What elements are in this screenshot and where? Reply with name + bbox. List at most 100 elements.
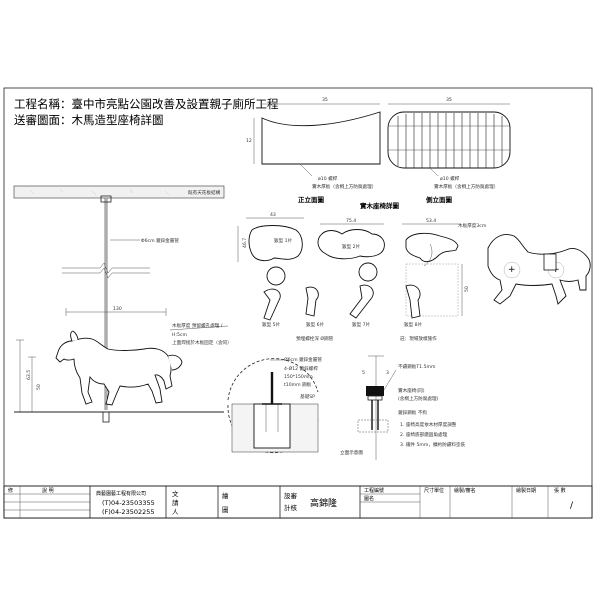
horse-ear xyxy=(70,330,79,342)
preembed-note: 預埋螺栓深 Ø鋼管 xyxy=(296,335,334,342)
base-detail-section: Ø6cm 鍍鋅金屬管 4-Ø12 鍍鋅螺桿 150*150mm t10mm 鋼板… xyxy=(227,356,322,454)
seat-slats xyxy=(397,113,503,168)
section-plate-thick: t10mm 鋼板 xyxy=(284,381,312,388)
joint-cap xyxy=(366,386,384,396)
piece-7-leg xyxy=(305,286,319,317)
tb-draw-1: 繪 xyxy=(222,491,229,500)
joint-steel-plate: 不鏽鋼板T1.5mm xyxy=(398,363,436,370)
joint-wood-seat: 實木座椅(同) xyxy=(398,387,425,394)
assembled-horse xyxy=(487,234,591,305)
main-detail-title: 實木座椅詳圖 xyxy=(360,201,400,210)
tb-project-code: 工程編號 xyxy=(364,487,384,494)
tb-fax: (F)04-23502255 xyxy=(102,508,155,516)
assembled-marker-1: + xyxy=(508,265,516,275)
joint-note-2: 2. 座椅底部磨圓角處理 xyxy=(400,431,448,438)
assembled-horse-view: + + xyxy=(487,234,591,305)
install-note: 註：現場放樣施作 xyxy=(400,335,437,342)
tb-sheet: 張 數 xyxy=(554,487,566,494)
weld-note-3: 上面焊接於木板固定（含同） xyxy=(172,339,232,346)
drawing-subject: 送審圖面：木馬造型座椅詳圖 xyxy=(14,113,164,127)
project-title: 工程名稱：臺中市亮點公園改善及設置親子廁所工程 xyxy=(14,97,279,111)
piece-2-label: 鈑型 2片 xyxy=(342,243,361,250)
weld-note-1: 木板厚度 預留螺孔處理 / xyxy=(172,322,223,329)
ceiling-label: 既有天花板結構 xyxy=(188,189,221,196)
joint-view-title: 立面示意圖 xyxy=(340,449,363,456)
section-pipe-label: Ø6cm 鍍鋅金屬管 xyxy=(284,356,322,363)
piece-1-label: 鈑型 1片 xyxy=(274,237,293,244)
joint-plate-note: 鍍鋅鋼板 不拘 xyxy=(398,409,427,416)
dim-50-left: 50 xyxy=(36,384,42,390)
section-base-label: 基礎SP xyxy=(300,393,315,400)
side-bolt-label: ø10 螺桿 xyxy=(440,175,460,182)
assembled-saddle xyxy=(543,253,557,271)
tb-review-1: 文 xyxy=(172,489,179,498)
template-pieces: 43 46.7 鈑型 1片 75.4 鈑型 2片 53.4 木板厚度3cm 50… xyxy=(237,212,487,342)
section-plate-size: 150*150mm xyxy=(284,374,313,380)
tb-description-header: 說 明 xyxy=(42,487,54,494)
dim-50-right: 50 xyxy=(464,286,470,292)
break-line xyxy=(62,262,150,274)
dim-35-front: 35 xyxy=(322,97,328,103)
tb-design-2: 計核 xyxy=(284,503,298,512)
dim-35-side: 35 xyxy=(446,97,452,103)
front-view-title: 正立面圖 xyxy=(298,195,325,204)
piece-4-round xyxy=(266,266,286,286)
joint-treatment: (含桐上方防腐處理) xyxy=(398,395,439,402)
joint-detail: 5 3 不鏽鋼板T1.5mm 實木座椅(同) (含桐上方防腐處理) 鍍鋅鋼板 不… xyxy=(340,355,466,460)
dim-12-front: 12 xyxy=(246,138,252,144)
piece-2 xyxy=(317,229,385,260)
title-block: 修 說 明 典藝園藝工程有限公司 (T)04-23503355 (F)04-23… xyxy=(3,485,593,519)
dim-467: 46.7 xyxy=(242,238,248,248)
tb-drawing-name: 圖名 xyxy=(364,495,374,502)
horse-tail xyxy=(167,354,183,371)
tb-sign: 繪製/審名 xyxy=(454,487,476,494)
piece-1 xyxy=(248,225,303,262)
pipe-label: Φ6cm 鍍鋅金屬管 xyxy=(141,237,179,244)
side-wood-note: 實木厚板（含桐上方防腐處理） xyxy=(434,183,498,190)
tb-design-1: 設審 xyxy=(284,491,298,500)
dim-43: 43 xyxy=(270,212,276,218)
piece-8-leg xyxy=(349,284,374,319)
seat-front-elevation: 35 12 ø10 螺桿 實木厚板（含桐上方防腐處理） 正立面圖 xyxy=(246,97,381,204)
footing-block xyxy=(253,403,291,449)
dim-130: 130 xyxy=(113,306,122,312)
joint-dim-3: 3 xyxy=(386,370,389,376)
front-bolt-label: ø10 螺桿 xyxy=(318,175,338,182)
joint-dim-5: 5 xyxy=(362,370,365,376)
tb-draw-2: 圖 xyxy=(222,506,229,514)
pipe-top-plate xyxy=(100,195,112,203)
hanging-assembly: 既有天花板結構 Φ6cm 鍍鋅金屬管 130 63.5 50 木板厚度 預留 xyxy=(13,185,232,423)
dim-635: 63.5 xyxy=(26,370,32,380)
seat-side-elevation: 35 ø10 螺桿 實木厚板（含桐上方防腐處理） 側立面圖 xyxy=(387,97,511,204)
tb-review-2: 請 xyxy=(172,498,179,507)
foundation-anchor xyxy=(102,411,110,423)
tb-review-3: 人 xyxy=(172,508,179,516)
piece-6-label: 鈑型 5片 xyxy=(262,321,281,328)
horse-head-note: 木板厚度3cm xyxy=(458,222,487,229)
dim-534: 53.4 xyxy=(426,218,436,224)
piece-7-label: 鈑型 6片 xyxy=(306,321,325,328)
tb-scale-unit: 尺寸單位 xyxy=(424,487,444,494)
dim-754: 75.4 xyxy=(346,218,356,224)
front-wood-note: 實木厚板（含桐上方防腐處理） xyxy=(312,183,376,190)
joint-note-3: 3. 鐵件 5mm，擴約防鏽料塗裝 xyxy=(400,441,466,448)
tb-company: 典藝園藝工程有限公司 xyxy=(96,490,146,497)
joint-note-1: 1. 座椅高度依木材厚度調整 xyxy=(400,421,457,428)
piece-3-horse-head xyxy=(405,232,459,263)
piece-9-label: 鈑型 8片 xyxy=(404,321,423,328)
seat-front-shape xyxy=(261,111,381,165)
tb-date: 繪製日期 xyxy=(516,487,536,494)
piece-6-leg xyxy=(263,288,281,321)
tb-designer: 高錦隆 xyxy=(310,497,337,509)
horse-side-profile xyxy=(55,337,173,406)
piece-9-leg xyxy=(405,284,421,319)
section-bolt-label: 4-Ø12 鍍鋅螺桿 xyxy=(284,365,318,372)
piece-5-round xyxy=(358,262,378,282)
tb-sheet-value: / xyxy=(570,501,574,511)
piece-8-label: 鈑型 7片 xyxy=(352,321,371,328)
side-view-title: 側立面圖 xyxy=(425,195,453,204)
tb-phone: (T)04-23503355 xyxy=(102,499,155,507)
weld-note-2: H:5cm xyxy=(172,332,187,338)
